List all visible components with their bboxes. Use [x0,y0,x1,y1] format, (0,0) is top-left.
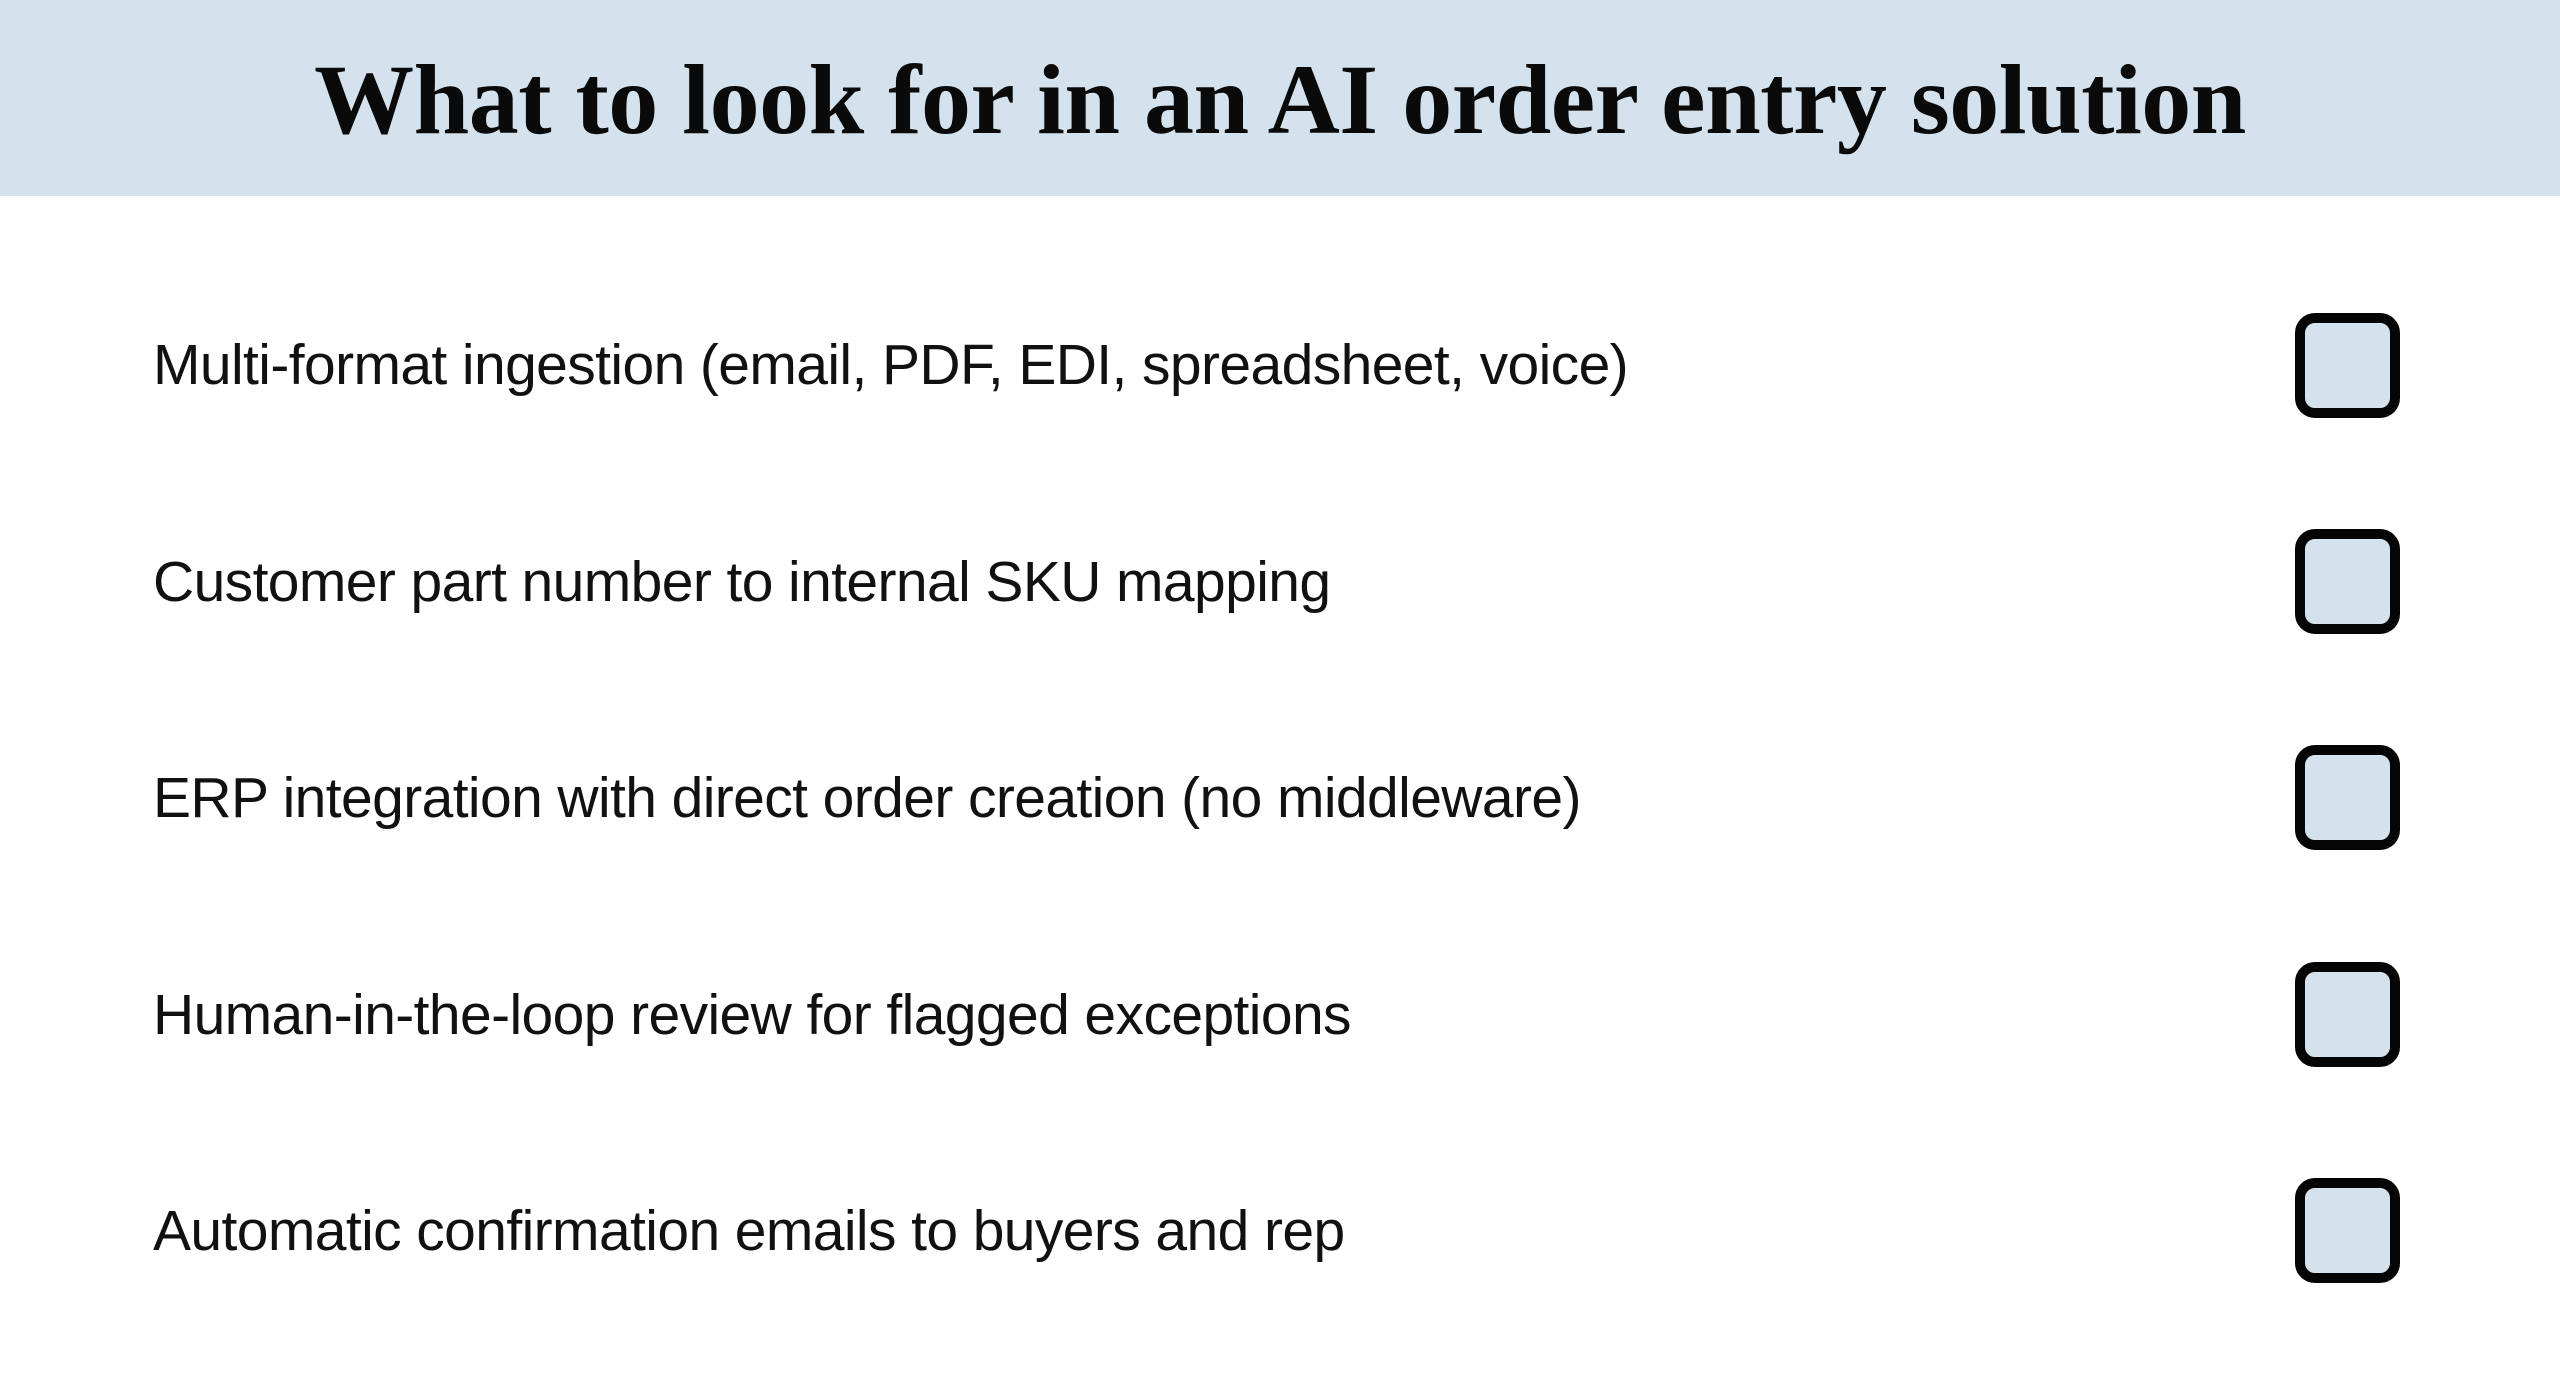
checklist-item: Customer part number to internal SKU map… [0,522,2560,642]
page-title: What to look for in an AI order entry so… [314,44,2246,155]
checklist-item-label: Automatic confirmation emails to buyers … [153,1198,1345,1263]
checklist-item: ERP integration with direct order creati… [0,738,2560,858]
checklist-item: Human-in-the-loop review for flagged exc… [0,955,2560,1075]
header-banner: What to look for in an AI order entry so… [0,0,2560,196]
checkbox[interactable] [2295,313,2400,418]
checklist-item-label: ERP integration with direct order creati… [153,765,1581,830]
checklist-item: Multi-format ingestion (email, PDF, EDI,… [0,305,2560,425]
checkbox[interactable] [2295,529,2400,634]
checkbox[interactable] [2295,745,2400,850]
checklist-item: Automatic confirmation emails to buyers … [0,1171,2560,1291]
checkbox[interactable] [2295,962,2400,1067]
checklist-item-label: Customer part number to internal SKU map… [153,549,1331,614]
checklist-item-label: Human-in-the-loop review for flagged exc… [153,982,1352,1047]
checkbox[interactable] [2295,1178,2400,1283]
checklist-item-label: Multi-format ingestion (email, PDF, EDI,… [153,332,1629,397]
